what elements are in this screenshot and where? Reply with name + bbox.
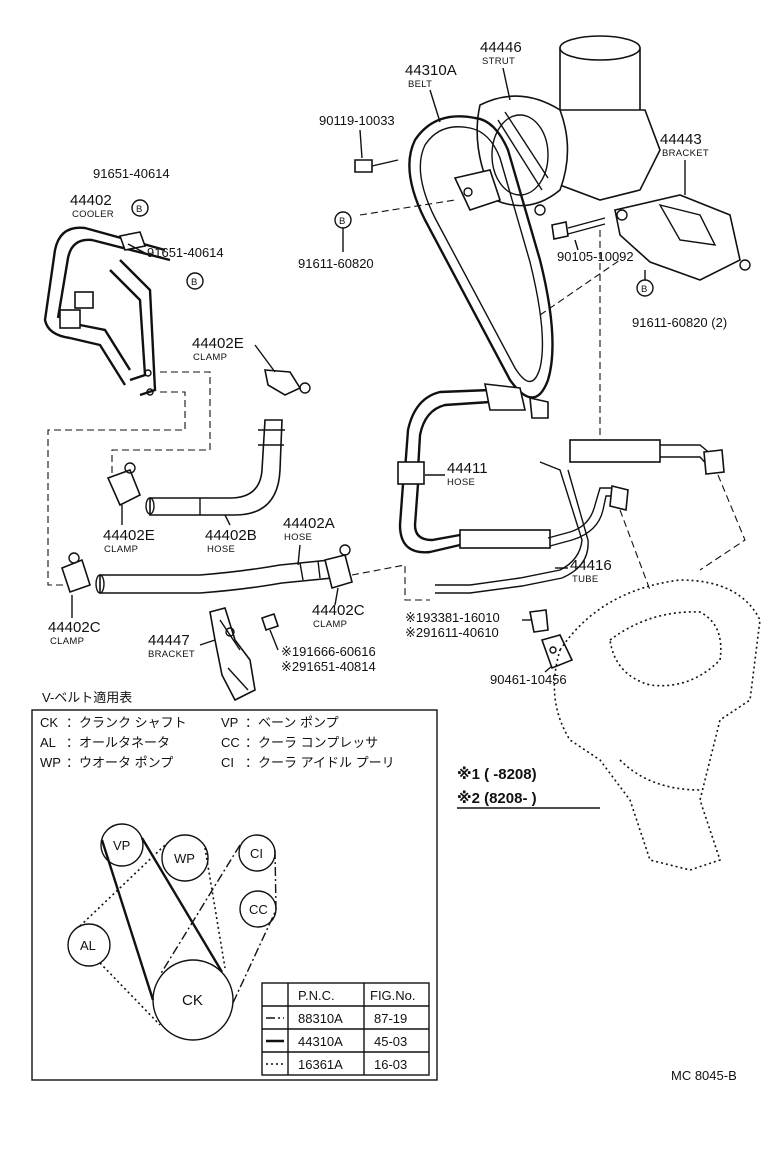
belt-pnc: 44310A: [405, 62, 457, 79]
hose-main-name: HOSE: [447, 477, 475, 488]
clamp-e2-pnc: 44402E: [103, 527, 155, 544]
hose-44402b: [145, 419, 285, 516]
bolt-90119: [354, 159, 399, 173]
clamp-e2-name: CLAMP: [104, 544, 138, 555]
bracket-low-name: BRACKET: [148, 649, 195, 660]
pulley-ci-label: CI: [250, 846, 263, 861]
bolt-f-label: 91611-60820 (2): [632, 315, 727, 330]
figure-code: MC 8045-B: [671, 1068, 737, 1083]
bolt-g2-label: ※291651-40814: [281, 659, 376, 674]
clamp-e1-name: CLAMP: [193, 352, 227, 363]
note-2: ※2 (8208- ): [457, 789, 537, 807]
pulley-al: [67, 923, 111, 967]
vbelt-legend: CK ：クランク シャフト AL ：オールタネータ WP ：ウオータ ポンプ V…: [40, 715, 395, 770]
table-header-fig: FIG.No.: [370, 988, 416, 1003]
bolt-g1-label: ※191666-60616: [281, 644, 376, 659]
hose-a-name: HOSE: [284, 532, 312, 543]
hose-b-name: HOSE: [207, 544, 235, 555]
legend-desc-vp: ：ベーン ポンプ: [245, 715, 339, 730]
clamp-90461: [540, 634, 574, 670]
bracket-low-pnc: 44447: [148, 632, 190, 649]
legend-desc-ck: ：クランク シャフト: [66, 715, 187, 730]
pulley-al-label: AL: [80, 938, 96, 953]
bolt-90105: [551, 217, 606, 240]
vbelt-box: [31, 709, 438, 1081]
legend-code-al: AL: [40, 735, 56, 750]
hose-44411: [397, 383, 551, 554]
pulley-wp-label: WP: [174, 851, 195, 866]
b-mark-3: B: [339, 216, 346, 227]
legend-code-ci: CI: [221, 755, 234, 770]
legend-code-wp: WP: [40, 755, 61, 770]
clamp-44402c-right: [324, 544, 353, 590]
clamp-c2-name: CLAMP: [50, 636, 84, 647]
pulley-vp-label: VP: [113, 838, 130, 853]
table-row-1-fig: 87-19: [374, 1011, 407, 1026]
bolt-b-label: 91651-40614: [93, 166, 170, 181]
belt-44310a: [408, 115, 554, 399]
legend-desc-ci: ：クーラ アイドル プーリ: [245, 755, 395, 770]
table-header-pnc: P.N.C.: [298, 988, 335, 1003]
legend-code-cc: CC: [221, 735, 240, 750]
legend-desc-wp: ：ウオータ ポンプ: [66, 755, 173, 770]
tube-pnc: 44416: [570, 557, 612, 574]
bolt-93381: [529, 609, 549, 633]
bracket-top-pnc: 44443: [660, 131, 702, 148]
clamp-44402e-upper: [264, 369, 311, 396]
bolt-i-label: 90461-10456: [490, 672, 567, 687]
pulley-ck-label: CK: [182, 992, 203, 1009]
legend-desc-cc: ：クーラ コンプレッサ: [245, 735, 378, 750]
clamp-44402c-left: [61, 552, 91, 594]
bolt-c-label: 91651-40614: [147, 245, 224, 260]
bolt-a-label: 90119-10033: [319, 113, 395, 128]
pulley-wp: [161, 834, 209, 882]
b-mark-1: B: [136, 204, 143, 215]
table-row-3-pnc: 16361A: [298, 1057, 343, 1072]
table-row-1-pnc: 88310A: [298, 1011, 343, 1026]
tube-name: TUBE: [572, 574, 599, 585]
hose-main-pnc: 44411: [447, 460, 488, 477]
bolt-h1-label: ※193381-16010: [405, 610, 500, 625]
legend-code-vp: VP: [221, 715, 238, 730]
bracket-44443: [614, 194, 751, 281]
b-mark-2: B: [191, 277, 198, 288]
cooler-pnc: 44402: [70, 192, 112, 209]
hose-a-pnc: 44402A: [283, 515, 335, 532]
steering-gear-housing: [553, 579, 761, 871]
strut-pnc: 44446: [480, 39, 522, 56]
cooler-name: COOLER: [72, 209, 114, 220]
bolt-d-label: 91611-60820: [298, 256, 374, 271]
clamp-c2-pnc: 44402C: [48, 619, 101, 636]
clamp-44402e-lower: [106, 462, 142, 507]
clamp-c1-pnc: 44402C: [312, 602, 365, 619]
belt-reference-table: P.N.C. FIG.No. 88310A 87-19 44310A 45-03…: [261, 982, 430, 1076]
table-row-2-fig: 45-03: [374, 1034, 407, 1049]
legend-desc-al: ：オールタネータ: [66, 735, 170, 750]
note-1: ※1 ( -8208): [457, 765, 537, 783]
power-steering-pump: [476, 35, 661, 216]
table-row-3-fig: 16-03: [374, 1057, 407, 1072]
bolt-e-label: 90105-10092: [557, 249, 634, 264]
bolt-h2-label: ※291611-40610: [405, 625, 499, 640]
belt-name: BELT: [408, 79, 432, 90]
tube-44416: [435, 439, 725, 594]
clamp-c1-name: CLAMP: [313, 619, 347, 630]
cooler-44402: [43, 226, 171, 397]
bracket-top-name: BRACKET: [662, 148, 709, 159]
strut-name: STRUT: [482, 56, 515, 67]
table-row-2-pnc: 44310A: [298, 1034, 343, 1049]
clamp-e1-pnc: 44402E: [192, 335, 244, 352]
vbelt-title: V-ベルト適用表: [42, 690, 132, 705]
hose-44402a: [95, 559, 333, 594]
bolt-91666: [260, 612, 280, 632]
hose-b-pnc: 44402B: [205, 527, 257, 544]
bracket-44447: [209, 607, 256, 702]
b-mark-4: B: [641, 284, 648, 295]
belt-routing-diagram: VP WP CI AL CC CK: [67, 823, 277, 1041]
legend-code-ck: CK: [40, 715, 58, 730]
pulley-cc-label: CC: [249, 902, 268, 917]
pulley-vp: [100, 823, 144, 867]
